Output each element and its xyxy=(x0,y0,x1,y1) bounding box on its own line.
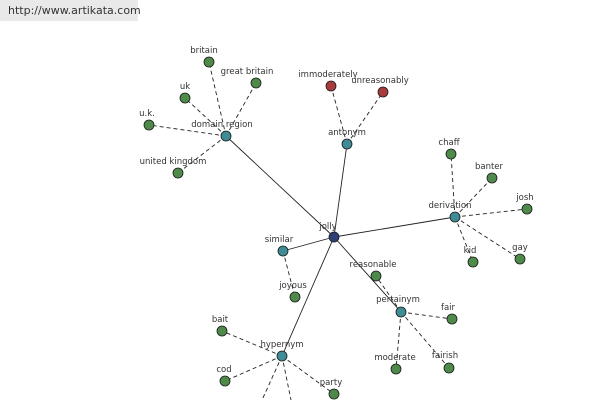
edge-derivation-banter xyxy=(454,177,493,218)
edge-domainregion-uk xyxy=(184,97,227,137)
label-britain: britain xyxy=(190,46,218,56)
edge-jolly-domainregion xyxy=(225,135,335,238)
label-kid: kid xyxy=(464,246,477,256)
node-united-kingdom[interactable] xyxy=(172,167,184,179)
node-jolly[interactable] xyxy=(328,231,340,243)
label-similar: similar xyxy=(265,235,294,245)
label-banter: banter xyxy=(475,162,504,172)
label-gay: gay xyxy=(512,243,528,253)
label-cod: cod xyxy=(216,365,231,375)
edge-jolly-antonym xyxy=(333,143,348,238)
node-domainregion[interactable] xyxy=(220,130,232,142)
label-bait: bait xyxy=(212,315,229,325)
label-uk: uk xyxy=(180,82,190,92)
edge-derivation-chaff xyxy=(450,153,456,218)
watermark-url: http://www.artikata.com xyxy=(0,0,141,21)
node-gay[interactable] xyxy=(514,253,526,265)
edge-domainregion-britain xyxy=(208,61,227,137)
label-great-britain: great britain xyxy=(221,67,274,77)
label-fairish: fairish xyxy=(432,351,458,361)
label-joyous: joyous xyxy=(278,281,307,291)
node-josh[interactable] xyxy=(521,203,533,215)
node-similar[interactable] xyxy=(277,245,289,257)
node-u-k[interactable] xyxy=(143,119,155,131)
label-jolly: jolly xyxy=(318,222,336,232)
label-united-kingdom: united kingdom xyxy=(140,157,207,167)
edge-domainregion-u-k xyxy=(148,124,227,137)
edge-derivation-gay xyxy=(454,216,521,260)
node-britain[interactable] xyxy=(203,56,215,68)
label-u-k: u.k. xyxy=(139,109,155,119)
edge-pertainym-fair xyxy=(400,311,453,320)
label-hypernym: hypernym xyxy=(260,340,303,350)
node-immoderately[interactable] xyxy=(325,80,337,92)
edge-hypernym-stub-1 xyxy=(281,355,292,400)
node-unreasonably[interactable] xyxy=(377,86,389,98)
node-cod[interactable] xyxy=(219,375,231,387)
label-immoderately: immoderately xyxy=(298,70,357,80)
edge-jolly-similar xyxy=(282,236,335,252)
node-uk[interactable] xyxy=(179,92,191,104)
edge-antonym-unreasonably xyxy=(346,91,384,145)
label-fair: fair xyxy=(441,303,456,313)
node-great-britain[interactable] xyxy=(250,77,262,89)
edge-hypernym-bait xyxy=(221,330,283,357)
node-derivation[interactable] xyxy=(449,211,461,223)
label-domainregion: domain region xyxy=(191,120,252,130)
edge-similar-joyous xyxy=(282,250,296,298)
edge-hypernym-stub-0 xyxy=(261,355,283,400)
node-reasonable[interactable] xyxy=(370,270,382,282)
edge-domainregion-united-kingdom xyxy=(177,135,227,174)
edge-derivation-josh xyxy=(454,208,528,218)
node-banter[interactable] xyxy=(486,172,498,184)
node-party[interactable] xyxy=(328,388,340,400)
label-pertainym: pertainym xyxy=(376,295,420,305)
node-moderate[interactable] xyxy=(390,363,402,375)
edges-layer xyxy=(148,61,528,400)
node-antonym[interactable] xyxy=(341,138,353,150)
labels-layer: jolly domain region antonym derivation simil… xyxy=(139,46,534,388)
label-josh: josh xyxy=(515,193,533,203)
edge-jolly-derivation xyxy=(333,216,456,238)
edge-jolly-pertainym xyxy=(333,236,402,313)
edge-pertainym-moderate xyxy=(395,311,402,370)
node-joyous[interactable] xyxy=(289,291,301,303)
node-bait[interactable] xyxy=(216,325,228,337)
edge-antonym-immoderately xyxy=(330,85,348,145)
edge-derivation-kid xyxy=(454,216,474,263)
label-reasonable: reasonable xyxy=(350,260,397,270)
label-moderate: moderate xyxy=(374,353,415,363)
label-chaff: chaff xyxy=(438,138,460,148)
edge-pertainym-fairish xyxy=(400,311,450,369)
edge-jolly-hypernym xyxy=(281,236,335,357)
node-fair[interactable] xyxy=(446,313,458,325)
node-kid[interactable] xyxy=(467,256,479,268)
label-antonym: antonym xyxy=(328,128,366,138)
node-pertainym[interactable] xyxy=(395,306,407,318)
edge-pertainym-reasonable xyxy=(375,275,402,313)
label-party: party xyxy=(320,378,342,388)
node-fairish[interactable] xyxy=(443,362,455,374)
node-hypernym[interactable] xyxy=(276,350,288,362)
label-derivation: derivation xyxy=(428,201,471,211)
label-unreasonably: unreasonably xyxy=(351,76,409,86)
edge-domainregion-great-britain xyxy=(225,82,257,137)
node-chaff[interactable] xyxy=(445,148,457,160)
edge-hypernym-party xyxy=(281,355,335,395)
nodes-layer xyxy=(143,56,533,400)
edge-hypernym-cod xyxy=(224,355,283,382)
